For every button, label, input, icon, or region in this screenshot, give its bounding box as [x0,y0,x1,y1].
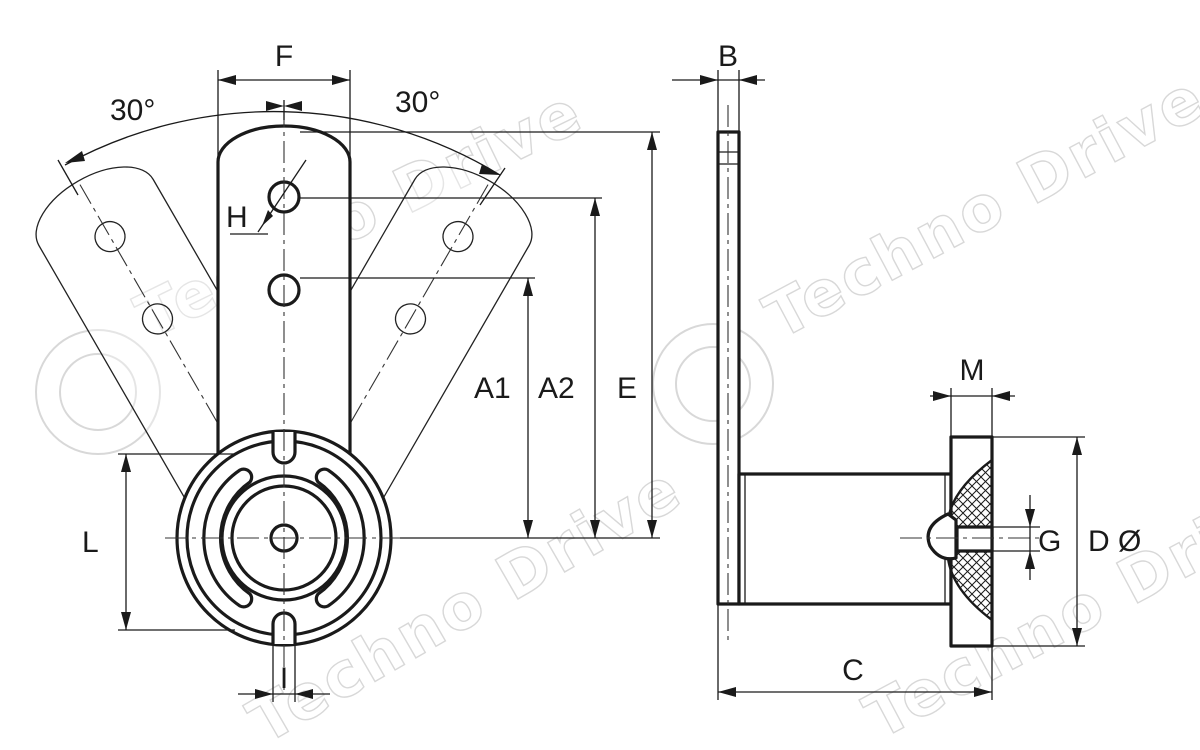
dim-A1: A1 [300,277,535,538]
dim-E: E [300,131,660,539]
dim-L: L [82,453,235,631]
watermark-logo-left [35,329,161,455]
dim-M: M [930,354,1015,437]
dim-D: D Ø [992,436,1141,647]
knob-lobe [926,512,958,561]
dim-G: G [992,495,1061,580]
label-H: H [226,201,248,234]
label-I: I [280,662,288,695]
label-D: D Ø [1088,525,1141,558]
dim-angle: 30° 30° [57,86,506,206]
label-M: M [960,354,985,387]
dim-A2: A2 [300,197,602,538]
curved-slot-left [202,467,254,609]
curved-slot-right [314,467,366,609]
label-E: E [617,372,637,405]
label-angle-right: 30° [395,86,440,119]
dim-H: H [226,159,307,235]
dim-F: F [217,40,351,162]
label-C: C [842,654,864,687]
dim-C: C [717,604,993,700]
pin [955,525,994,553]
label-A2: A2 [538,372,575,405]
label-B: B [718,40,738,73]
dimensions: F 30° 30° H B [57,40,1141,702]
watermark-logo-right [652,323,774,445]
label-A1: A1 [474,372,511,405]
label-G: G [1038,525,1061,558]
side-view [716,105,1040,648]
cylinder-body [737,472,953,606]
label-angle-left: 30° [110,94,155,127]
front-view [35,105,533,690]
label-F: F [275,40,293,73]
dim-B: B [672,40,765,132]
dim-I: I [238,640,330,702]
watermark-text-right: Techno Drive [753,60,1200,353]
label-L: L [82,526,99,559]
